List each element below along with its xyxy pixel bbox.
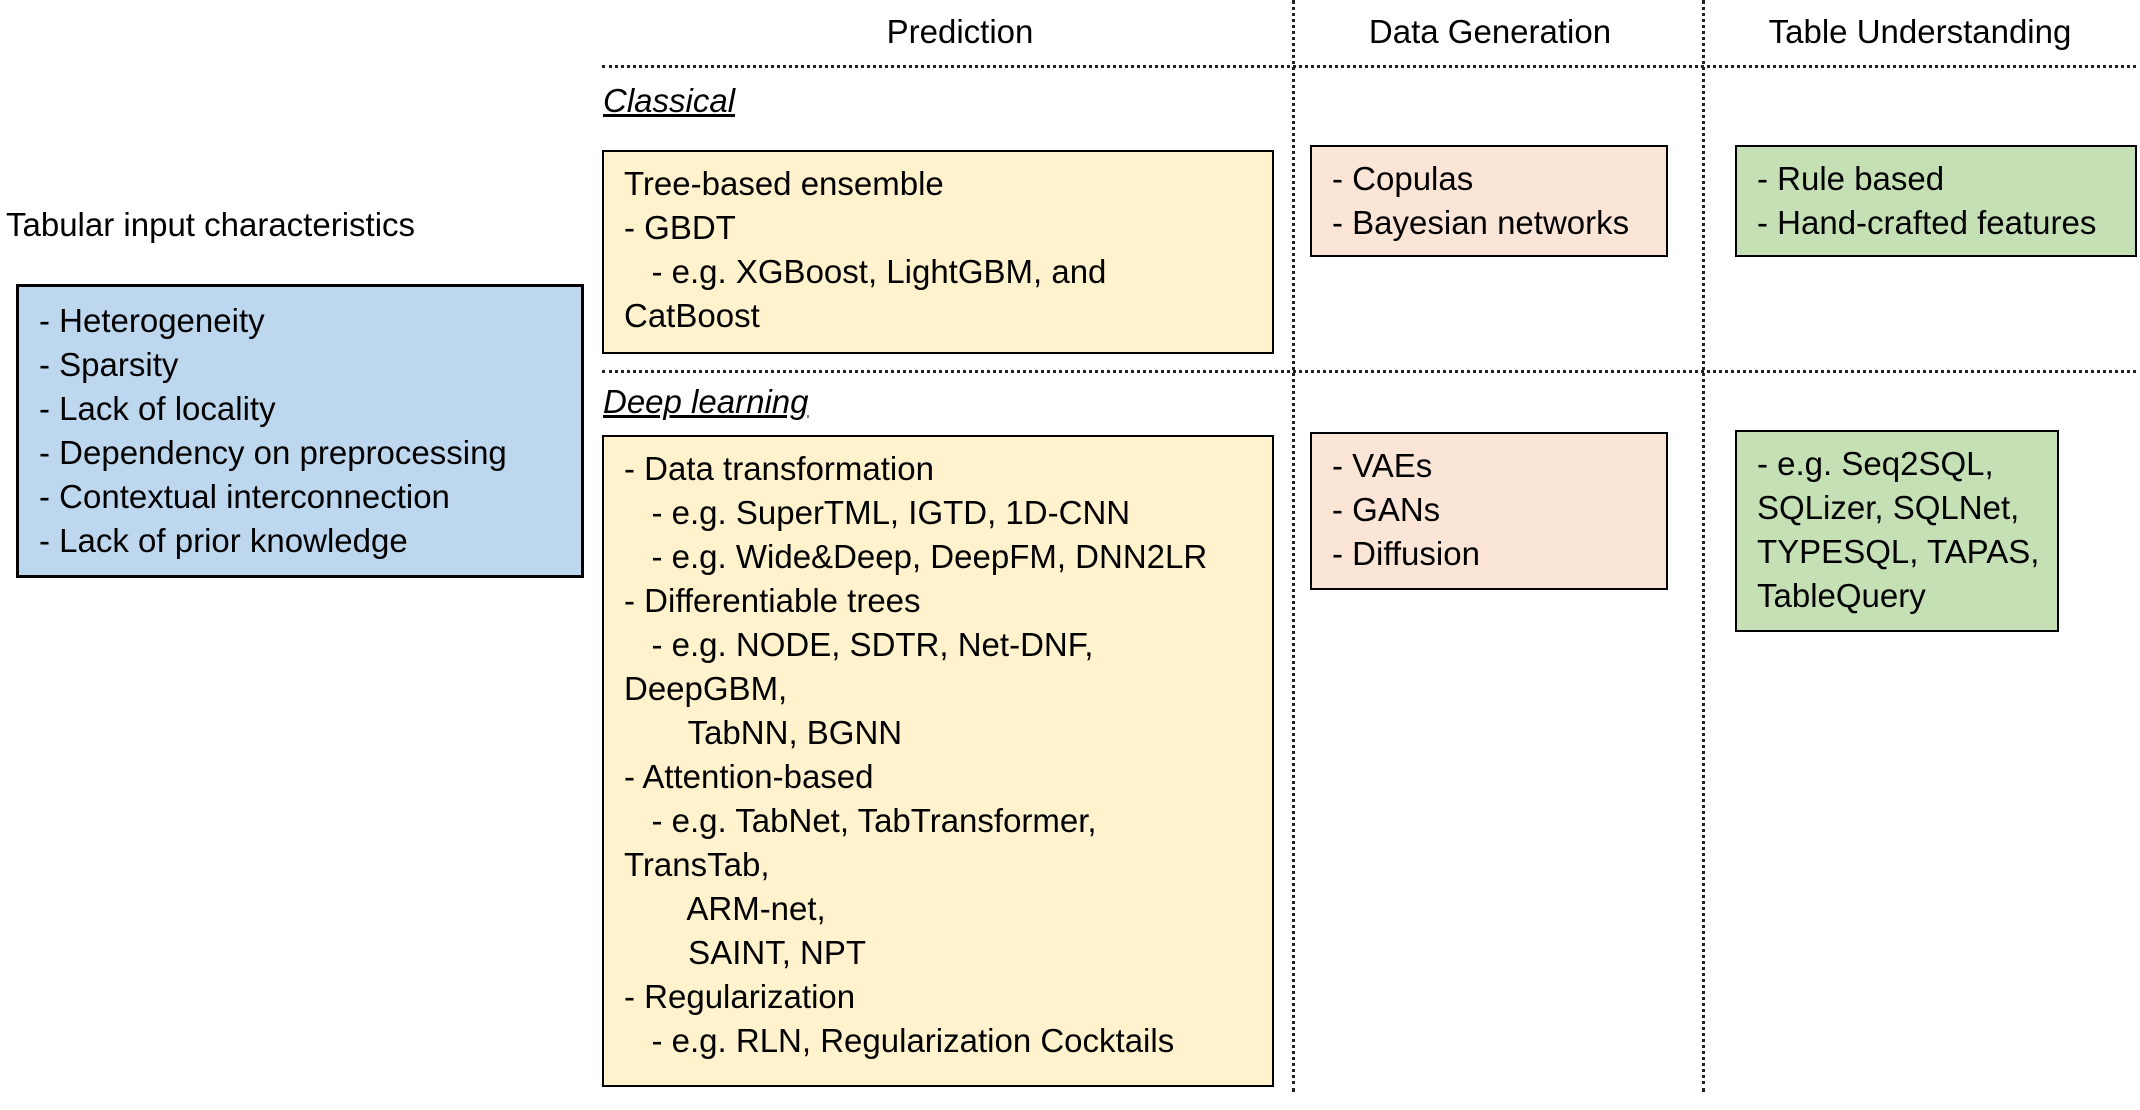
input-characteristics-title: Tabular input characteristics <box>6 206 416 243</box>
list-item: DeepGBM, <box>624 670 788 707</box>
deep-generation-box: - VAEs - GANs - Diffusion <box>1310 432 1668 590</box>
list-item: SAINT, NPT <box>624 934 867 971</box>
list-item: - e.g. Seq2SQL, <box>1757 445 1994 482</box>
deep-prediction-box: - Data transformation - e.g. SuperTML, I… <box>602 435 1274 1087</box>
column-divider-2 <box>1702 0 1705 1092</box>
list-item: - Copulas <box>1332 160 1474 197</box>
section-label-deep-learning: Deep learning <box>603 383 809 420</box>
list-item: - Diffusion <box>1332 535 1480 572</box>
list-item: - e.g. NODE, SDTR, Net-DNF, <box>624 626 1094 663</box>
section-label-classical: Classical <box>603 82 736 119</box>
list-item: - Heterogeneity <box>39 302 265 339</box>
classical-understanding-box: - Rule based - Hand-crafted features <box>1735 145 2137 257</box>
list-item: - Bayesian networks <box>1332 204 1630 241</box>
list-item: - Attention-based <box>624 758 874 795</box>
list-item: - VAEs <box>1332 447 1433 484</box>
list-item: - Differentiable trees <box>624 582 921 619</box>
list-item: SQLizer, SQLNet, <box>1757 489 2020 526</box>
list-item: TransTab, <box>624 846 770 883</box>
list-item: - e.g. Wide&Deep, DeepFM, DNN2LR <box>624 538 1208 575</box>
list-item: TableQuery <box>1757 577 1926 614</box>
list-item: - e.g. SuperTML, IGTD, 1D-CNN <box>624 494 1131 531</box>
list-item: - Hand-crafted features <box>1757 204 2097 241</box>
list-item: - Rule based <box>1757 160 1945 197</box>
list-item: - e.g. RLN, Regularization Cocktails <box>624 1022 1175 1059</box>
header-table-understanding: Table Understanding <box>1768 13 2072 50</box>
list-item: CatBoost <box>624 297 760 334</box>
header-divider <box>602 65 2136 68</box>
classical-generation-box: - Copulas - Bayesian networks <box>1310 145 1668 257</box>
list-item: ARM-net, <box>624 890 826 927</box>
header-prediction: Prediction <box>886 13 1034 50</box>
list-item: TabNN, BGNN <box>624 714 903 751</box>
classical-prediction-box: Tree-based ensemble - GBDT - e.g. XGBoost… <box>602 150 1274 354</box>
list-item: Tree-based ensemble <box>624 165 944 202</box>
list-item: - Contextual interconnection <box>39 478 450 515</box>
input-characteristics-box: - Heterogeneity - Sparsity - Lack of local… <box>16 284 584 578</box>
list-item: - e.g. XGBoost, LightGBM, and <box>624 253 1107 290</box>
list-item: - GANs <box>1332 491 1441 528</box>
header-data-generation: Data Generation <box>1368 13 1612 50</box>
list-item: - Regularization <box>624 978 856 1015</box>
column-divider-1 <box>1292 0 1295 1092</box>
list-item: - Data transformation <box>624 450 934 487</box>
list-item: - Lack of locality <box>39 390 276 427</box>
list-item: - Sparsity <box>39 346 179 383</box>
list-item: - GBDT <box>624 209 736 246</box>
deep-understanding-box: - e.g. Seq2SQL, SQLizer, SQLNet, TYPESQL, … <box>1735 430 2059 632</box>
list-item: - Lack of prior knowledge <box>39 522 408 559</box>
section-divider <box>602 370 2136 373</box>
list-item: - e.g. TabNet, TabTransformer, <box>624 802 1097 839</box>
list-item: TYPESQL, TAPAS, <box>1757 533 2040 570</box>
list-item: - Dependency on preprocessing <box>39 434 507 471</box>
